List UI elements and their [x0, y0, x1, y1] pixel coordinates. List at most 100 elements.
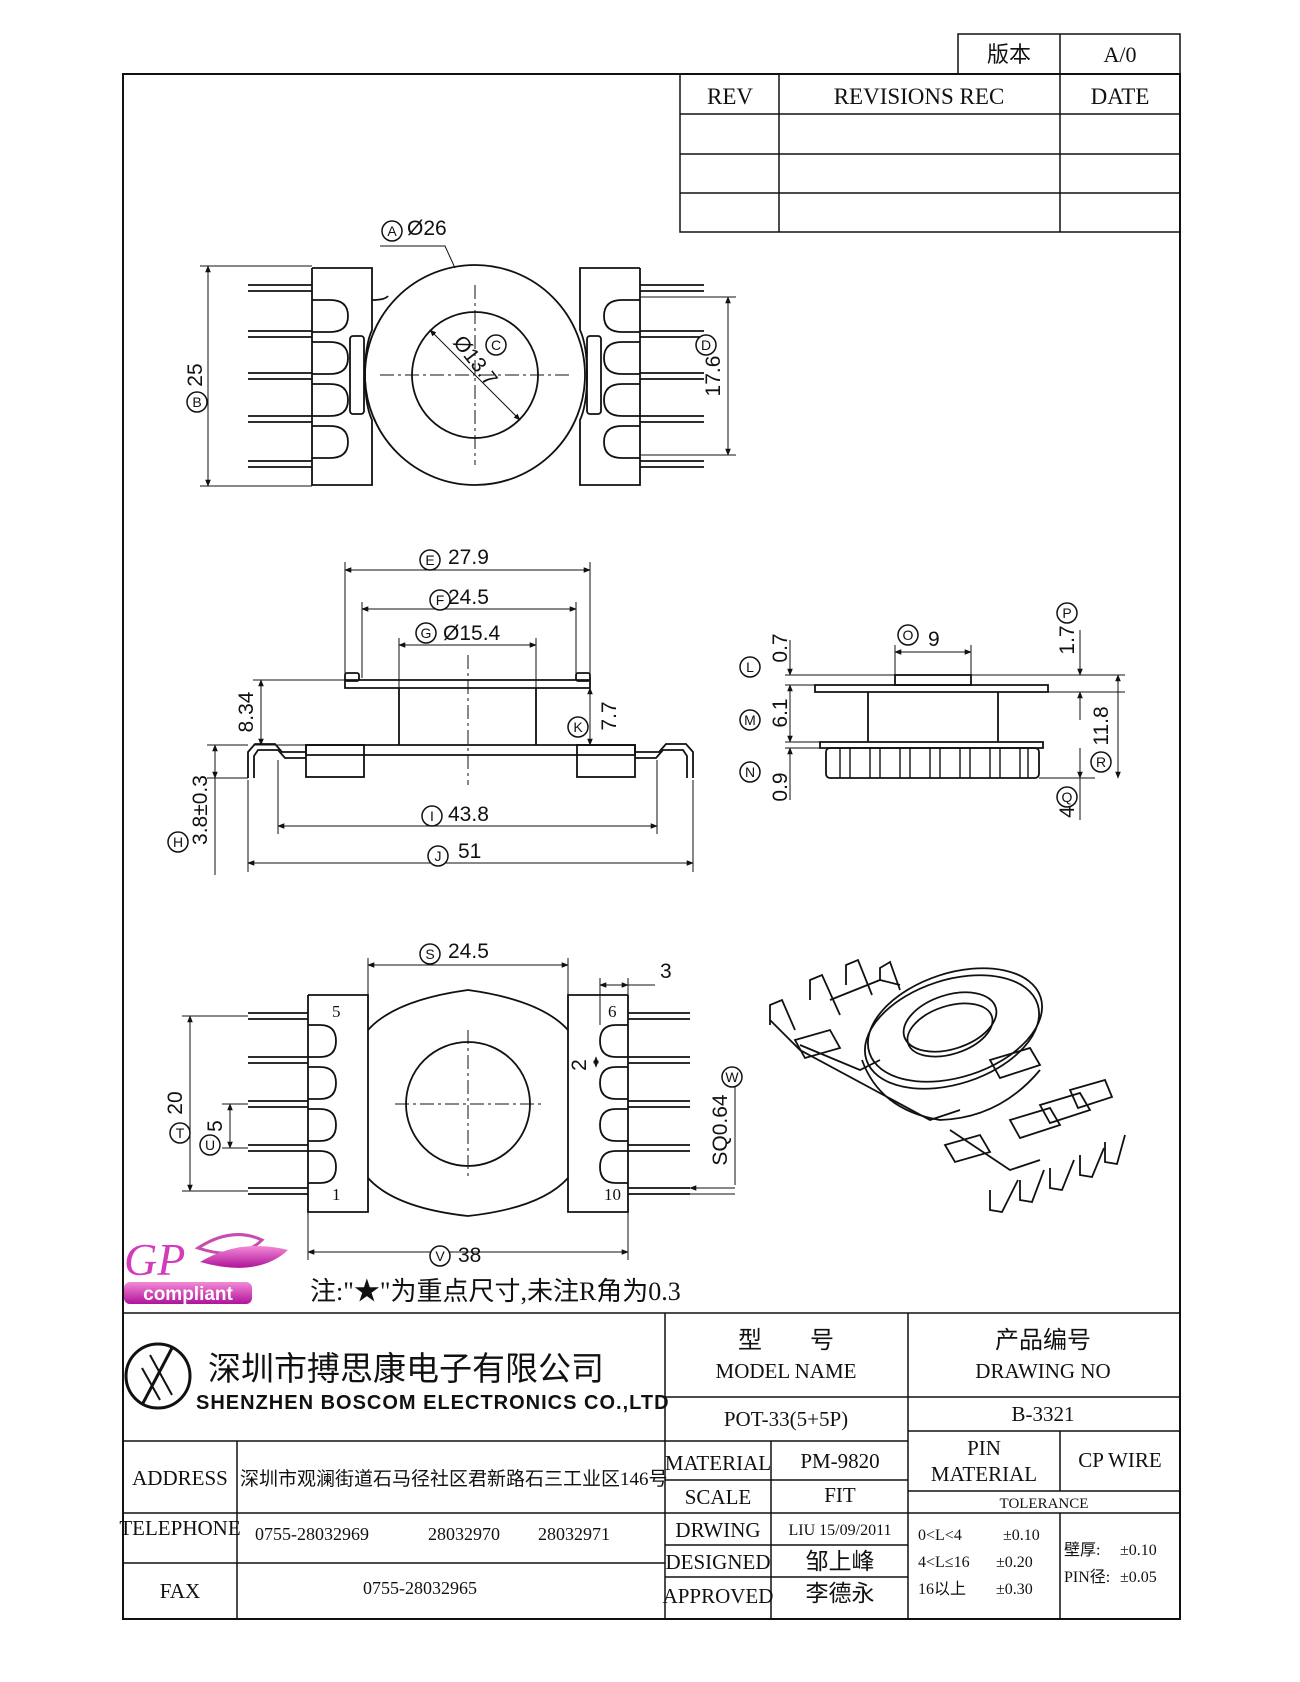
dim-s-value: 24.5: [448, 940, 489, 963]
dim-3-value: 3: [660, 960, 672, 983]
dim-i-value: 43.8: [448, 803, 489, 826]
address-label: ADDRESS: [132, 1466, 228, 1490]
dimension-marker-v: V: [435, 1248, 445, 1264]
tolerance-range-3: 16以上: [918, 1580, 966, 1598]
side-view-dimensions: [785, 630, 1125, 820]
dimension-marker-circle-m: [739, 709, 761, 731]
dimension-marker-b: B: [192, 394, 201, 410]
bottom-view: [248, 989, 690, 1217]
dimension-marker-j: J: [435, 848, 442, 864]
tolerance-range-1: 0<L<4: [918, 1527, 962, 1544]
bottom-view-dimensions: [182, 958, 736, 1260]
dimension-marker-l: L: [746, 659, 754, 675]
dimension-marker-circle-v: [429, 1245, 451, 1267]
dimension-marker-circle-j: [427, 845, 449, 867]
dim-k-value: 7.7: [598, 701, 621, 730]
model-label-en: MODEL NAME: [716, 1359, 857, 1383]
side-view: [814, 674, 1049, 779]
dimension-marker-f: F: [436, 592, 445, 608]
pin-diameter-value: ±0.05: [1120, 1569, 1157, 1586]
scale-label: SCALE: [685, 1485, 752, 1509]
dimension-marker-o: O: [903, 627, 914, 643]
pin-number-10: 10: [604, 1185, 621, 1204]
drawing-label: DRWING: [675, 1518, 760, 1542]
dimension-marker-circle-b: [186, 391, 208, 413]
dimension-marker-circle-w: [721, 1066, 743, 1088]
dimension-marker-circle-d: [695, 334, 717, 356]
pin-number-1: 1: [332, 1185, 341, 1204]
dim-r-value: 11.8: [1090, 706, 1113, 745]
dimension-marker-n: N: [745, 764, 755, 780]
dimension-marker-circle-l: [739, 656, 761, 678]
approved-label: APPROVED: [663, 1584, 774, 1608]
dimension-marker-u: U: [205, 1137, 215, 1153]
dimension-marker-a: A: [387, 223, 397, 239]
drawing-no-label-cn: 产品编号: [995, 1327, 1091, 1354]
telephone-2: 28032970: [428, 1524, 500, 1544]
company-logo-icon: [124, 1342, 192, 1410]
dim-834-value: 8.34: [235, 691, 258, 732]
dimension-marker-q: Q: [1062, 789, 1073, 805]
rev-header: REV: [707, 84, 753, 109]
model-value: POT-33(5+5P): [724, 1407, 848, 1431]
company-name-cn: 深圳市搏思康电子有限公司: [208, 1351, 604, 1388]
dimension-marker-circle-i: [421, 805, 443, 827]
dim-n-value: 0.9: [769, 772, 792, 801]
gp-logo-text: GP: [124, 1234, 185, 1285]
tolerance-value-1: ±0.10: [1003, 1527, 1040, 1544]
front-view-dimensions: [207, 562, 694, 875]
dimension-marker-s: S: [425, 946, 434, 962]
telephone-label: TELEPHONE: [119, 1516, 240, 1540]
gp-compliant-logo: GP compliant: [124, 1233, 288, 1305]
dimension-marker-circle-r: [1090, 751, 1112, 773]
dimension-marker-circle-k: [567, 716, 589, 738]
drawing-no-label-en: DRAWING NO: [975, 1359, 1110, 1383]
dim-u-value: 5: [204, 1120, 227, 1132]
pin-diameter-label: PIN径:: [1064, 1568, 1110, 1586]
telephone-3: 28032971: [538, 1524, 610, 1544]
dimension-marker-circle-c: [485, 334, 507, 356]
fax-label: FAX: [160, 1579, 200, 1603]
dim-w-value: SQ0.64: [709, 1094, 732, 1166]
dimension-marker-i: I: [430, 808, 434, 824]
dimension-marker-h: H: [173, 834, 183, 850]
designed-value: 邹上峰: [806, 1549, 875, 1574]
tolerance-value-3: ±0.30: [996, 1581, 1033, 1598]
dim-f-value: 24.5: [448, 586, 489, 609]
dim-p-value: 1.7: [1056, 625, 1079, 654]
revisions-table: [679, 73, 1181, 233]
material-value: PM-9820: [800, 1449, 879, 1473]
pin-number-5: 5: [332, 1002, 341, 1021]
telephone-1: 0755-28032969: [255, 1524, 369, 1544]
address-value: 深圳市观澜街道石马径社区君新路石三工业区146号: [240, 1468, 668, 1490]
dimension-marker-circle-o: [897, 624, 919, 646]
dim-q-value: 4: [1056, 806, 1079, 818]
dimension-marker-k: K: [573, 719, 583, 735]
dim-t-value: 20: [164, 1091, 187, 1114]
dim-b-value: 25: [184, 363, 207, 386]
dim-g-value: Ø15.4: [443, 622, 501, 645]
dimension-marker-circle-e: [419, 549, 441, 571]
version-value: A/0: [1104, 42, 1137, 67]
drawing-no-value: B-3321: [1012, 1402, 1075, 1426]
front-view: [247, 672, 694, 778]
pin-material-value: CP WIRE: [1078, 1448, 1161, 1472]
top-view-dimensions: [200, 245, 736, 487]
title-block: [123, 1312, 1180, 1619]
dimension-marker-circle-g: [415, 622, 437, 644]
tolerance-range-2: 4<L≤16: [918, 1554, 970, 1571]
dimension-marker-e: E: [425, 552, 434, 568]
dimension-marker-t: T: [176, 1125, 185, 1141]
dim-j-value: 51: [458, 840, 481, 863]
dimension-marker-d: D: [701, 337, 711, 353]
company-name-en: SHENZHEN BOSCOM ELECTRONICS CO.,LTD: [196, 1392, 670, 1414]
dim-e-value: 27.9: [448, 546, 489, 569]
drawing-note: 注:"★"为重点尺寸,未注R角为0.3: [310, 1277, 681, 1306]
revisions-rec-header: REVISIONS REC: [834, 84, 1005, 109]
dimension-marker-circle-a: [381, 220, 403, 242]
dim-l-value: 0.7: [769, 633, 792, 662]
dimension-marker-g: G: [421, 625, 432, 641]
dimension-marker-p: P: [1062, 605, 1071, 621]
